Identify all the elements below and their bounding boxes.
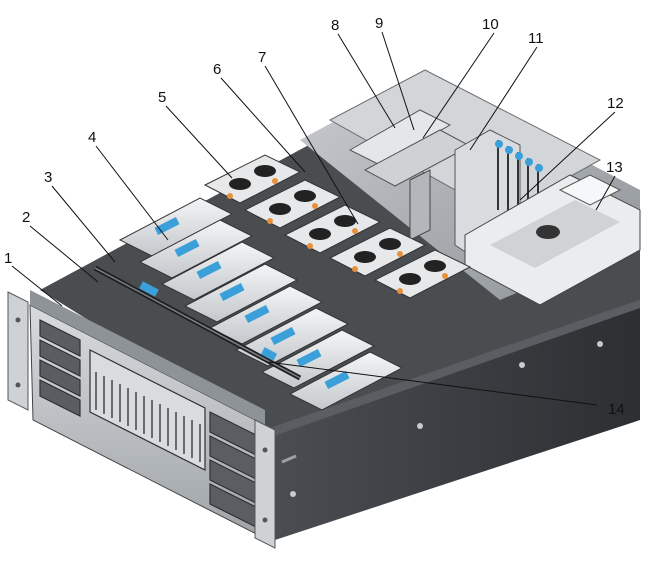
front-panel: [29, 290, 269, 541]
front-cable-bar: [93, 265, 302, 381]
fan-row: [203, 154, 472, 299]
callout-2: 2: [22, 209, 30, 226]
rack-ear-right: [254, 419, 276, 549]
memory-riser: [138, 219, 254, 279]
cooling-shroud-right: [464, 174, 641, 306]
callout-6: 6: [213, 61, 221, 78]
callout-5: 5: [158, 89, 166, 106]
power-supply-area: [348, 109, 472, 241]
memory-riser: [160, 241, 276, 301]
callout-11: 11: [528, 30, 544, 47]
callout-12: 12: [607, 95, 624, 112]
callout-14: 14: [608, 401, 625, 418]
callout-13: 13: [606, 159, 623, 176]
fan-module: [328, 227, 427, 277]
card-retention-latches: [495, 140, 543, 172]
fan-module: [243, 179, 342, 229]
callout-1: 1: [4, 250, 12, 267]
chassis-side-wall: [265, 300, 640, 540]
rack-ear-left: [7, 291, 29, 411]
hdd-slot-lines: [95, 372, 201, 462]
fan-module: [283, 204, 382, 254]
memory-riser: [288, 351, 404, 411]
memory-riser: [183, 263, 299, 323]
callout-9: 9: [375, 15, 383, 32]
callout-8: 8: [331, 17, 339, 34]
callout-labels: 1 2 3 4 5 6 7 8 9 10 11 12 13 14: [4, 15, 625, 418]
callout-7: 7: [258, 49, 266, 66]
fan-module: [203, 154, 302, 204]
rear-housing-top: [328, 69, 602, 216]
chassis-side-top-edge: [265, 300, 640, 438]
callout-4: 4: [88, 129, 96, 146]
fan-module: [373, 249, 472, 299]
callout-10: 10: [482, 16, 499, 33]
callout-leaders: [11, 31, 616, 406]
side-wall-rivets: [290, 341, 603, 497]
callout-3: 3: [44, 169, 52, 186]
